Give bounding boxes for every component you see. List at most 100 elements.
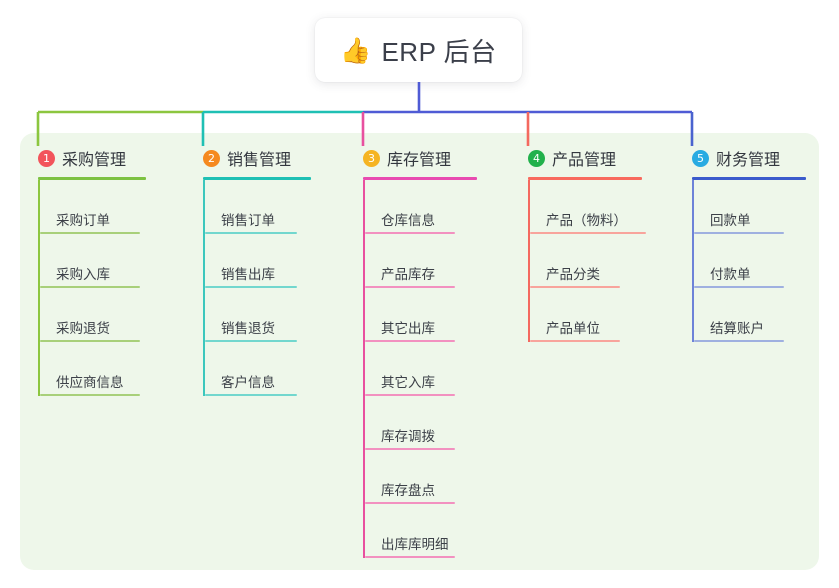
menu-item-label: 销售订单 xyxy=(221,213,275,228)
menu-item-rule xyxy=(694,286,784,288)
menu-item[interactable]: 结算账户 xyxy=(692,288,806,342)
menu-item[interactable]: 产品单位 xyxy=(528,288,642,342)
menu-item-label: 仓库信息 xyxy=(381,213,435,228)
menu-item-label: 出库库明细 xyxy=(381,537,449,552)
column-title: 产品管理 xyxy=(552,152,617,169)
column-3: 3 库存管理仓库信息产品库存其它出库其它入库库存调拨库存盘点出库库明细 xyxy=(363,146,477,558)
column-number-badge: 3 xyxy=(363,149,380,167)
menu-item-rule xyxy=(365,232,455,234)
column-header-3[interactable]: 3 库存管理 xyxy=(363,146,477,170)
column-title: 采购管理 xyxy=(62,152,127,169)
menu-item-rule xyxy=(365,394,455,396)
menu-item-rule xyxy=(365,556,455,558)
column-number-badge: 1 xyxy=(38,149,55,167)
column-header-rule xyxy=(38,177,146,180)
menu-item-label: 库存调拨 xyxy=(381,429,435,444)
column-items: 仓库信息产品库存其它出库其它入库库存调拨库存盘点出库库明细 xyxy=(363,180,477,558)
column-header-rule xyxy=(692,177,806,180)
menu-item-rule xyxy=(40,286,140,288)
menu-item-rule xyxy=(365,502,455,504)
menu-item[interactable]: 仓库信息 xyxy=(363,180,477,234)
column-header-rule xyxy=(203,177,311,180)
root-node-card[interactable]: 👍 ERP 后台 xyxy=(315,18,522,82)
column-header-1[interactable]: 1 采购管理 xyxy=(38,146,146,170)
menu-item[interactable]: 其它出库 xyxy=(363,288,477,342)
menu-item[interactable]: 采购订单 xyxy=(38,180,146,234)
menu-item-rule xyxy=(40,340,140,342)
column-header-rule xyxy=(528,177,642,180)
column-header-2[interactable]: 2 销售管理 xyxy=(203,146,311,170)
page-title: ERP 后台 xyxy=(381,36,497,67)
menu-item-label: 产品库存 xyxy=(381,267,435,282)
column-trunk-line xyxy=(38,180,40,396)
column-header-rule xyxy=(363,177,477,180)
menu-item[interactable]: 采购入库 xyxy=(38,234,146,288)
menu-item-rule xyxy=(365,286,455,288)
menu-item[interactable]: 销售订单 xyxy=(203,180,311,234)
column-2: 2 销售管理销售订单销售出库销售退货客户信息 xyxy=(203,146,311,396)
menu-item-rule xyxy=(205,394,297,396)
menu-item-label: 采购入库 xyxy=(56,267,110,282)
menu-item[interactable]: 库存盘点 xyxy=(363,450,477,504)
column-items: 采购订单采购入库采购退货供应商信息 xyxy=(38,180,146,396)
menu-item-rule xyxy=(530,340,620,342)
column-number-badge: 4 xyxy=(528,149,545,167)
menu-item-label: 产品单位 xyxy=(546,321,600,336)
menu-item-rule xyxy=(530,232,646,234)
menu-item-label: 产品分类 xyxy=(546,267,600,282)
column-title: 销售管理 xyxy=(227,152,292,169)
menu-item-label: 采购退货 xyxy=(56,321,110,336)
menu-item[interactable]: 库存调拨 xyxy=(363,396,477,450)
column-header-4[interactable]: 4 产品管理 xyxy=(528,146,642,170)
menu-item-label: 销售退货 xyxy=(221,321,275,336)
menu-item[interactable]: 产品（物料） xyxy=(528,180,646,234)
menu-item-rule xyxy=(694,340,784,342)
menu-item-label: 回款单 xyxy=(710,213,751,228)
content-panel xyxy=(20,133,819,570)
menu-item[interactable]: 回款单 xyxy=(692,180,806,234)
menu-item[interactable]: 产品库存 xyxy=(363,234,477,288)
menu-item-label: 库存盘点 xyxy=(381,483,435,498)
column-trunk-line xyxy=(203,180,205,396)
menu-item-rule xyxy=(694,232,784,234)
column-5: 5 财务管理回款单付款单结算账户 xyxy=(692,146,806,342)
menu-item[interactable]: 销售出库 xyxy=(203,234,311,288)
menu-item-rule xyxy=(205,340,297,342)
menu-item-label: 供应商信息 xyxy=(56,375,124,390)
column-4: 4 产品管理产品（物料） 产品分类产品单位 xyxy=(528,146,646,342)
column-trunk-line xyxy=(528,180,530,342)
menu-item[interactable]: 产品分类 xyxy=(528,234,642,288)
menu-item[interactable]: 采购退货 xyxy=(38,288,146,342)
menu-item-label: 采购订单 xyxy=(56,213,110,228)
menu-item-rule xyxy=(365,448,455,450)
menu-item[interactable]: 出库库明细 xyxy=(363,504,477,558)
column-trunk-line xyxy=(692,180,694,342)
menu-item[interactable]: 客户信息 xyxy=(203,342,311,396)
menu-item-label: 付款单 xyxy=(710,267,751,282)
thumbs-up-icon: 👍 xyxy=(340,35,372,65)
column-items: 销售订单销售出库销售退货客户信息 xyxy=(203,180,311,396)
menu-item-rule xyxy=(205,286,297,288)
column-title: 库存管理 xyxy=(387,152,452,169)
column-title: 财务管理 xyxy=(716,152,781,169)
menu-item-rule xyxy=(365,340,455,342)
column-header-5[interactable]: 5 财务管理 xyxy=(692,146,806,170)
menu-item[interactable]: 销售退货 xyxy=(203,288,311,342)
menu-item-rule xyxy=(40,394,140,396)
column-trunk-line xyxy=(363,180,365,558)
menu-item-label: 结算账户 xyxy=(710,321,764,336)
column-items: 回款单付款单结算账户 xyxy=(692,180,806,342)
column-number-badge: 2 xyxy=(203,149,220,167)
menu-item[interactable]: 供应商信息 xyxy=(38,342,146,396)
menu-item[interactable]: 付款单 xyxy=(692,234,806,288)
menu-item-label: 客户信息 xyxy=(221,375,275,390)
menu-item-rule xyxy=(530,286,620,288)
menu-item-label: 其它入库 xyxy=(381,375,435,390)
column-1: 1 采购管理采购订单采购入库采购退货供应商信息 xyxy=(38,146,146,396)
menu-item-label: 产品（物料） xyxy=(546,213,627,228)
menu-item-rule xyxy=(40,232,140,234)
menu-item-label: 其它出库 xyxy=(381,321,435,336)
menu-item[interactable]: 其它入库 xyxy=(363,342,477,396)
column-number-badge: 5 xyxy=(692,149,709,167)
